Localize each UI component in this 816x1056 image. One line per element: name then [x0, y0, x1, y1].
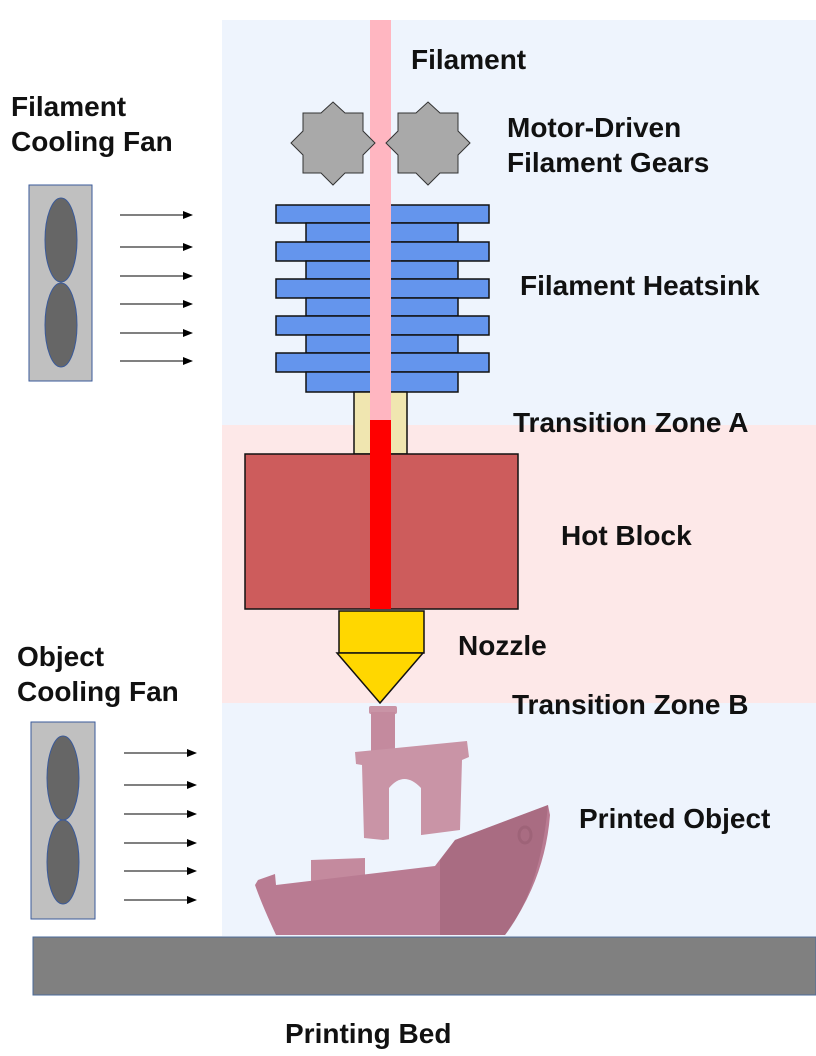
label-printing-bed: Printing Bed — [285, 1018, 452, 1049]
airflow-arrows-top — [120, 211, 193, 365]
label-filament-fan-line2: Cooling Fan — [11, 126, 173, 157]
filament-cold — [370, 20, 391, 420]
label-transition-a: Transition Zone A — [513, 407, 749, 438]
label-gears-line2: Filament Gears — [507, 147, 710, 178]
filament-hot — [370, 420, 391, 609]
label-filament: Filament — [411, 44, 527, 75]
gear-icon — [385, 101, 471, 186]
label-heatsink: Filament Heatsink — [520, 270, 760, 301]
label-object-fan-line1: Object — [17, 641, 105, 672]
label-nozzle: Nozzle — [458, 630, 547, 661]
label-hot-block: Hot Block — [561, 520, 692, 551]
airflow-arrows-bottom — [124, 749, 197, 904]
label-gears-line1: Motor-Driven — [507, 112, 682, 143]
object-cooling-fan — [30, 721, 96, 920]
nozzle-tip — [335, 652, 425, 705]
gear-icon — [290, 101, 376, 186]
filament-cooling-fan — [28, 184, 93, 382]
label-printed-object: Printed Object — [579, 803, 771, 834]
label-filament-fan-line1: Filament — [11, 91, 127, 122]
nozzle-body — [338, 610, 425, 654]
printing-bed — [32, 936, 816, 996]
printed-object-boat — [255, 706, 550, 935]
label-object-fan-line2: Cooling Fan — [17, 676, 179, 707]
label-transition-b: Transition Zone B — [512, 689, 749, 720]
